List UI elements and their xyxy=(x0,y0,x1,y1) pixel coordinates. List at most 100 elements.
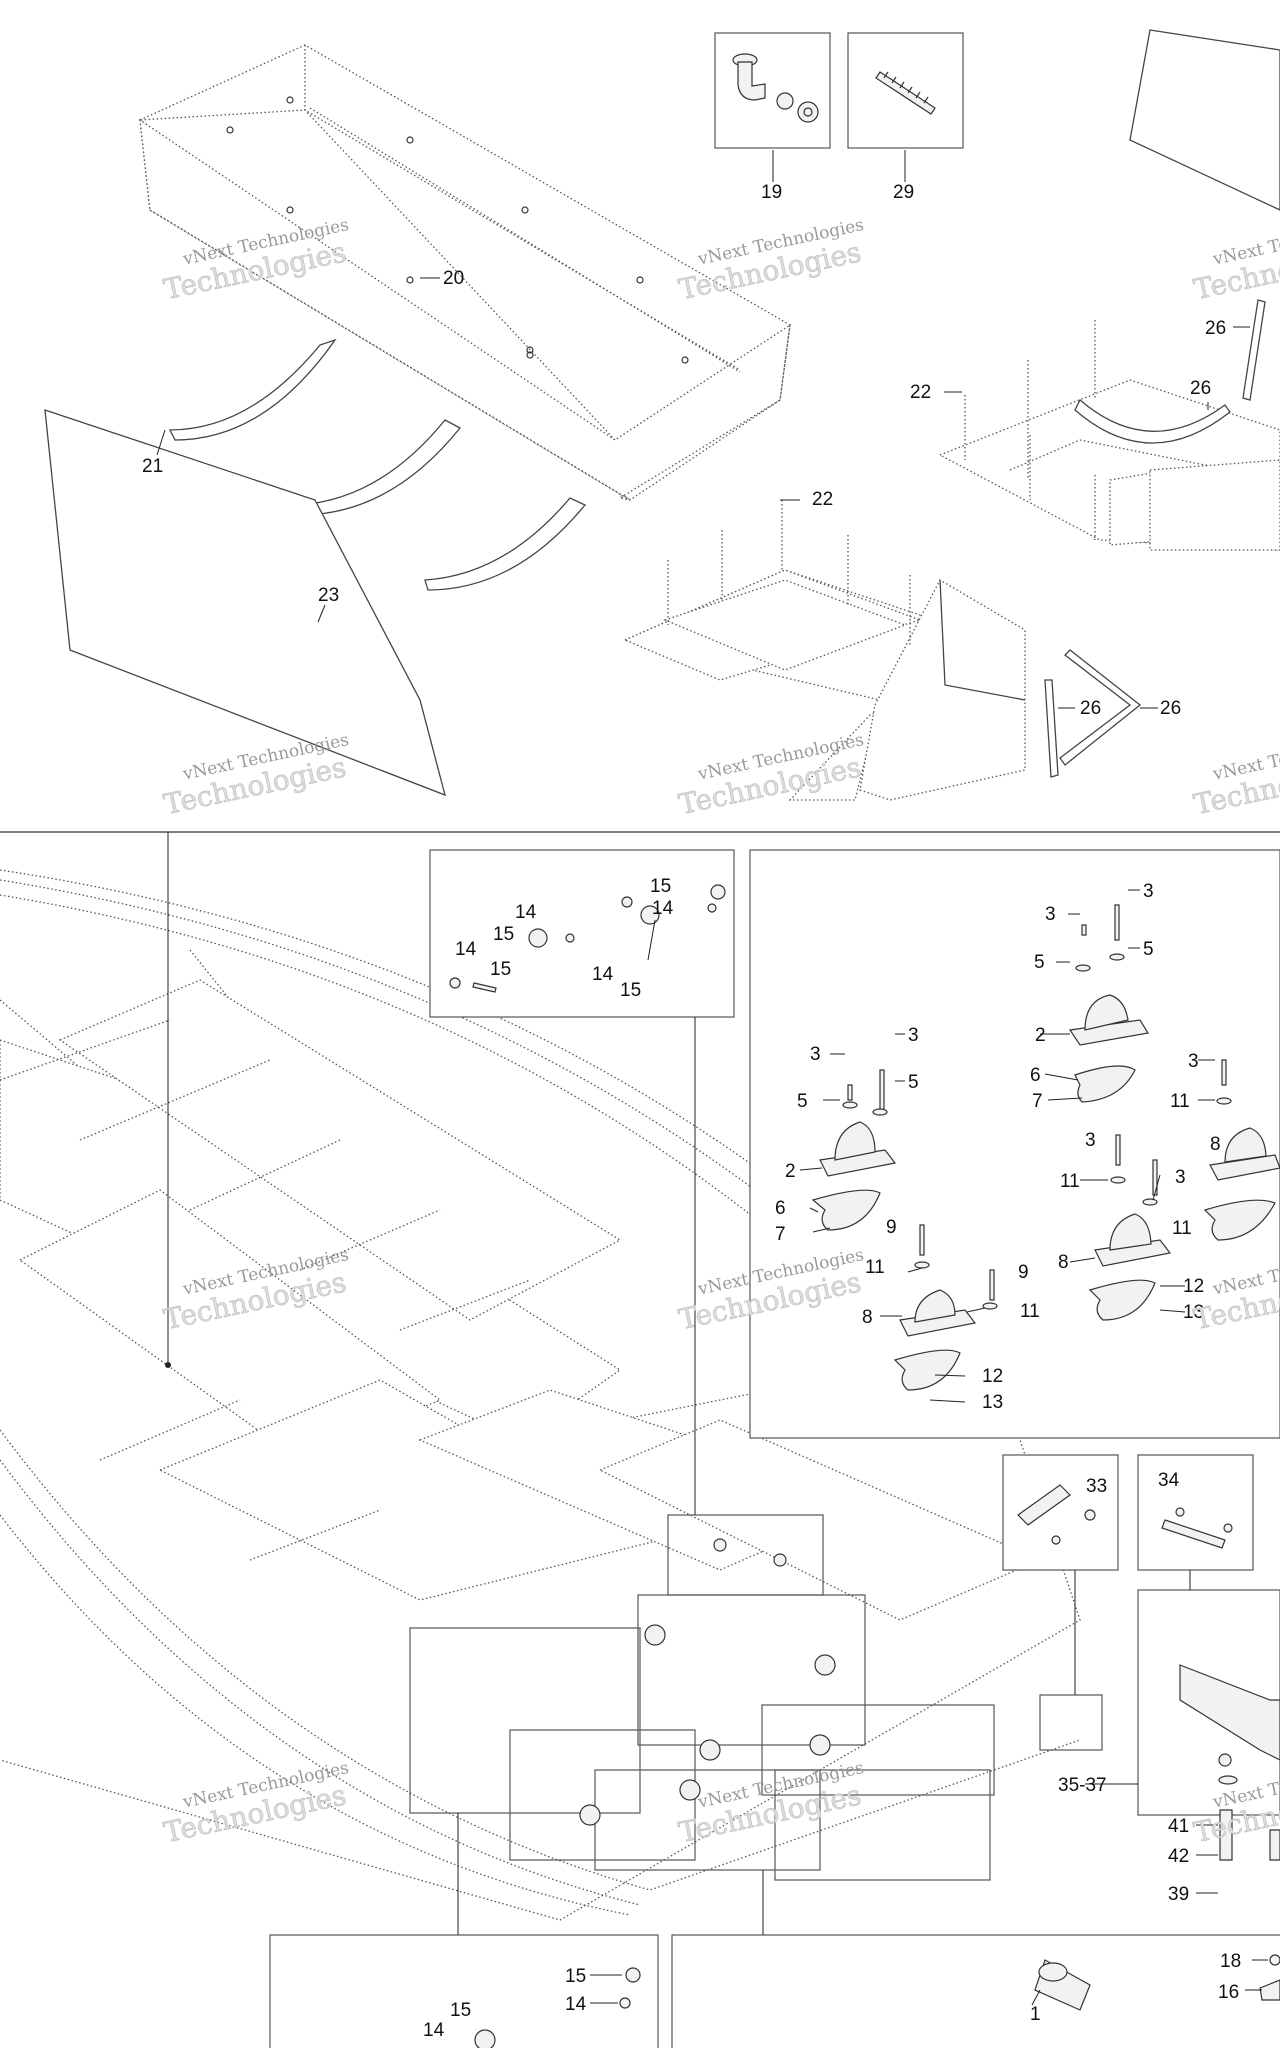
label-11-a: 11 xyxy=(865,1257,885,1278)
label-26-mid: 26 xyxy=(1190,378,1211,399)
watermark-6: Technologies vNext Technologies xyxy=(1191,730,1280,821)
label-42: 42 xyxy=(1168,1846,1189,1867)
label-5-b: 5 xyxy=(1143,939,1154,960)
label-22-right: 22 xyxy=(910,382,931,403)
label-26-lower-right: 26 xyxy=(1160,698,1181,719)
label-3-c: 3 xyxy=(810,1044,821,1065)
label-3-a: 3 xyxy=(1045,904,1056,925)
label-13-a: 13 xyxy=(982,1392,1003,1413)
label-9-b: 9 xyxy=(1018,1262,1029,1283)
label-9-a: 9 xyxy=(886,1217,897,1238)
label-15-f: 15 xyxy=(450,2000,471,2021)
hull-callout-boxes xyxy=(409,1514,1103,1881)
watermark-2: Technologies vNext Technologies xyxy=(676,215,866,306)
label-12-a: 12 xyxy=(982,1366,1003,1387)
label-14-f: 14 xyxy=(423,2020,445,2041)
label-8-c: 8 xyxy=(1058,1252,1069,1273)
engine-mount-inset-box xyxy=(749,849,1280,1439)
label-23: 23 xyxy=(318,585,339,606)
watermark-5: Technologies vNext Technologies xyxy=(676,730,866,821)
label-29: 29 xyxy=(893,182,914,203)
mount-leaders xyxy=(799,889,1215,1403)
cover-panel-right xyxy=(1129,29,1280,211)
label-14-e: 14 xyxy=(565,1994,587,2015)
section-leaders xyxy=(165,832,1191,1935)
tray-middle-pins xyxy=(667,500,911,645)
label-5-d: 5 xyxy=(908,1072,919,1093)
label-3-g: 3 xyxy=(1175,1167,1186,1188)
label-15-a: 15 xyxy=(650,876,671,897)
label-1: 1 xyxy=(1030,2004,1041,2025)
threaded-rod-icon xyxy=(875,71,936,115)
label-8-b: 8 xyxy=(1210,1134,1221,1155)
label-14-a: 14 xyxy=(652,898,674,919)
label-3-d: 3 xyxy=(908,1025,919,1046)
label-6-a: 6 xyxy=(1030,1065,1041,1086)
label-13-b: 13 xyxy=(1183,1302,1204,1323)
label-34: 34 xyxy=(1158,1470,1180,1491)
plate-34-icon xyxy=(1161,1507,1233,1549)
watermark-3: Technologies vNext Technologies xyxy=(1191,215,1280,306)
drain-fitting-icon xyxy=(732,53,819,123)
label-33: 33 xyxy=(1086,1476,1107,1497)
inset-box-33 xyxy=(1002,1454,1119,1571)
engine-mount-parts xyxy=(811,904,1280,1391)
label-3-e: 3 xyxy=(1188,1051,1199,1072)
seal-strips-26 xyxy=(1044,649,1142,778)
label-11-c: 11 xyxy=(1170,1091,1190,1112)
label-21: 21 xyxy=(142,456,163,477)
watermark-4: Technologies vNext Technologies xyxy=(161,730,351,821)
label-8-a: 8 xyxy=(862,1307,873,1328)
storage-tray-middle xyxy=(622,569,1026,801)
label-2-a: 2 xyxy=(1035,1025,1046,1046)
hull-mount-parts xyxy=(579,1538,836,1826)
label-11-d: 11 xyxy=(1060,1171,1080,1192)
deck-structure xyxy=(0,979,1042,1621)
part-labels: 19 29 20 21 23 22 22 26 26 26 26 15 14 1… xyxy=(142,182,1241,2041)
label-5-c: 5 xyxy=(797,1091,808,1112)
label-5-a: 5 xyxy=(1034,952,1045,973)
label-41: 41 xyxy=(1168,1816,1189,1837)
watermark-10: Technologies vNext Technologies xyxy=(161,1758,351,1849)
bin-fasteners xyxy=(226,96,689,364)
label-26-lower-left: 26 xyxy=(1080,698,1101,719)
bracket-35-37-icon xyxy=(1179,1664,1280,1861)
label-14-d: 14 xyxy=(592,964,614,985)
fitting-inset-box-lower xyxy=(671,1934,1280,2048)
label-16: 16 xyxy=(1218,1982,1239,2003)
label-7-a: 7 xyxy=(1032,1091,1043,1112)
clamp-parts xyxy=(449,884,726,993)
label-7-b: 7 xyxy=(775,1224,786,1245)
storage-bin-upper xyxy=(138,44,792,501)
label-3-b: 3 xyxy=(1143,881,1154,902)
label-11-b: 11 xyxy=(1020,1301,1040,1322)
clamp-inset-box xyxy=(429,849,735,1018)
lower-leaders xyxy=(590,1959,1268,2006)
label-35-37: 35-37 xyxy=(1058,1775,1107,1796)
right-leaders xyxy=(1085,1783,1218,1894)
label-12-b: 12 xyxy=(1183,1276,1204,1297)
label-18: 18 xyxy=(1220,1951,1241,1972)
label-19: 19 xyxy=(761,182,782,203)
clamp-inset-box-lower xyxy=(269,1934,659,2048)
label-15-e: 15 xyxy=(565,1966,586,1987)
inset-box-34 xyxy=(1137,1454,1254,1571)
inset-box-19 xyxy=(714,32,831,149)
tray-right-pins xyxy=(964,320,1096,540)
label-15-c: 15 xyxy=(490,959,511,980)
label-20: 20 xyxy=(443,268,464,289)
label-14-b: 14 xyxy=(515,902,537,923)
top-leaders xyxy=(156,150,1250,709)
label-15-d: 15 xyxy=(620,980,641,1001)
label-2-b: 2 xyxy=(785,1161,796,1182)
label-11-e: 11 xyxy=(1172,1218,1192,1239)
label-26-upper: 26 xyxy=(1205,318,1226,339)
label-14-c: 14 xyxy=(455,939,477,960)
label-15-b: 15 xyxy=(493,924,514,945)
side-panel xyxy=(44,409,446,797)
plate-33-icon xyxy=(1017,1484,1096,1545)
label-22-middle: 22 xyxy=(812,489,833,510)
lower-parts xyxy=(474,1954,1280,2048)
storage-tray-right xyxy=(938,299,1280,551)
